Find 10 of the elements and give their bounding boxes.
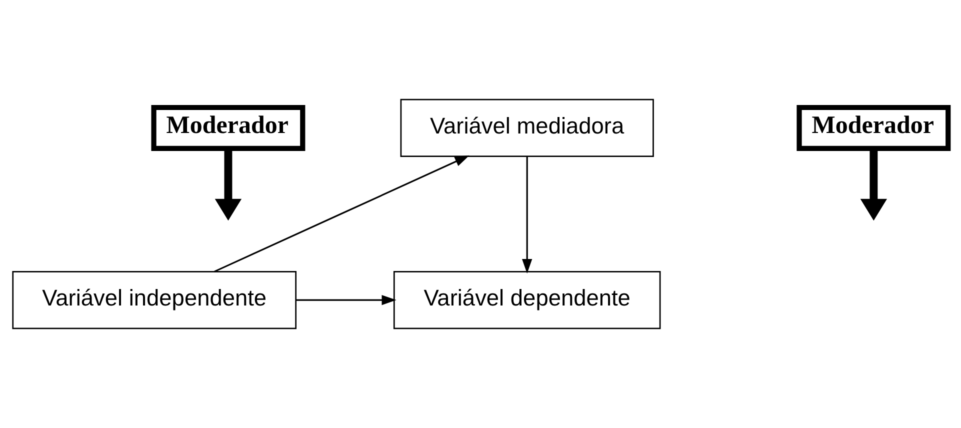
node-box: Variável mediadora (400, 98, 654, 158)
arrow (522, 156, 532, 274)
node-box: Moderador (796, 104, 951, 151)
arrow (296, 294, 396, 306)
arrow (214, 155, 470, 272)
node-box: Moderador (151, 104, 306, 151)
node-box: Variável dependente (393, 270, 661, 330)
arrow (214, 148, 242, 221)
arrow (860, 148, 888, 221)
node-box: Variável independente (12, 270, 297, 330)
